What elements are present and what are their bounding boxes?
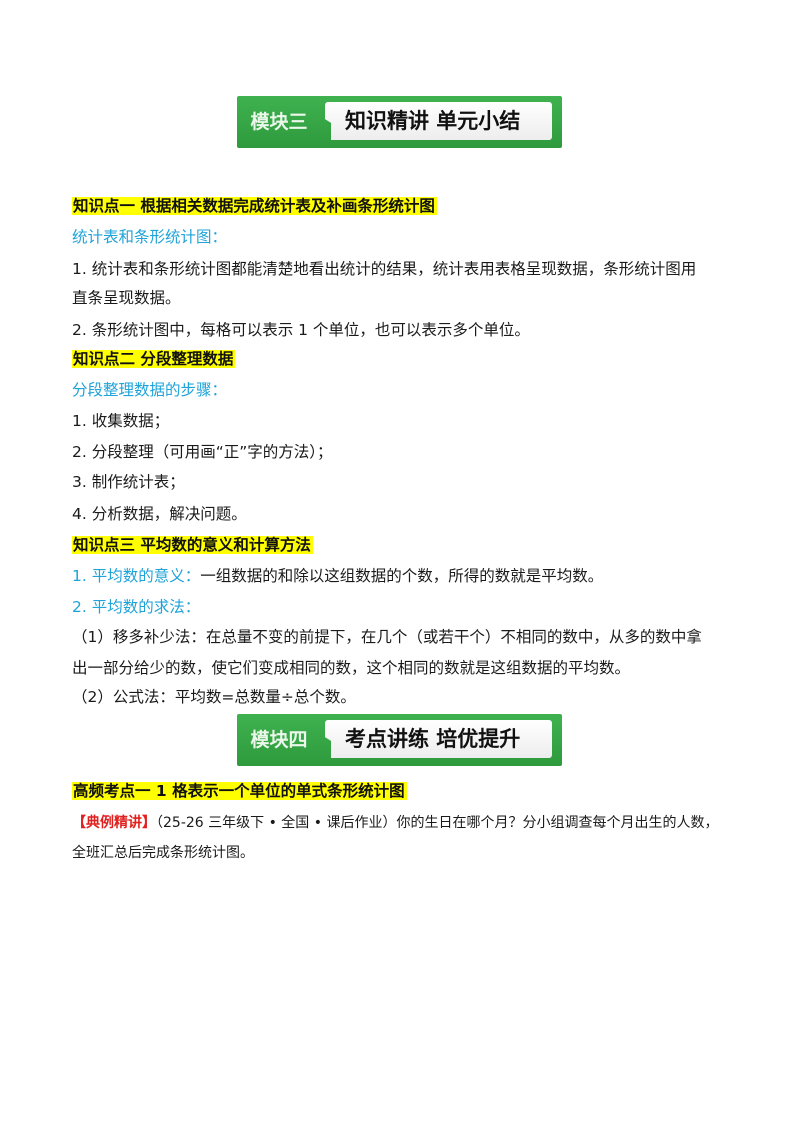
exam-question-a: （25-26 三年级下 • 全国 • 课后作业）你的生日在哪个月？分小组调查每个… <box>156 815 719 831</box>
kp1-subheading: 统计表和条形统计图： <box>72 228 228 246</box>
module-label: 模块三 <box>250 111 308 133</box>
module-title: 知识精讲 单元小结 <box>345 109 521 133</box>
kp2-heading: 知识点二 分段整理数据 <box>72 350 236 368</box>
kp3-heading-line: 知识点三 平均数的意义和计算方法 <box>72 534 313 556</box>
kp2-step-1: 1. 收集数据； <box>72 412 170 430</box>
kp1-line1b: 直条呈现数据。 <box>72 289 181 307</box>
kp1-line1: 1. 统计表和条形统计图都能清楚地看出统计的结果，统计表用表格呈现数据，条形统计… <box>72 260 697 278</box>
kp2-step-3: 3. 制作统计表； <box>72 473 185 491</box>
kp1-heading: 知识点一 根据相关数据完成统计表及补画条形统计图 <box>72 197 437 215</box>
kp3-meaning-text: 一组数据的和除以这组数据的个数，所得的数就是平均数。 <box>200 567 604 585</box>
exam-heading-line: 高频考点一 1 格表示一个单位的单式条形统计图 <box>72 780 407 802</box>
kp3-method1a: （1）移多补少法：在总量不变的前提下，在几个（或若干个）不相同的数中，从多的数中… <box>72 628 702 646</box>
kp3-method1b: 出一部分给少的数，使它们变成相同的数，这个相同的数就是这组数据的平均数。 <box>72 659 631 677</box>
kp1-line2: 2. 条形统计图中，每格可以表示 1 个单位，也可以表示多个单位。 <box>72 321 530 339</box>
kp2-heading-line: 知识点二 分段整理数据 <box>72 348 236 370</box>
module-banner-4: 模块四 考点讲练 培优提升 <box>237 714 562 766</box>
kp3-heading: 知识点三 平均数的意义和计算方法 <box>72 536 313 554</box>
kp3-meaning-label: 1. 平均数的意义： <box>72 567 201 585</box>
exam-question-line-a: 【典例精讲】（25-26 三年级下 • 全国 • 课后作业）你的生日在哪个月？分… <box>72 812 718 834</box>
example-tag: 【典例精讲】 <box>72 815 156 831</box>
exam-question-b: 全班汇总后完成条形统计图。 <box>72 845 254 861</box>
kp2-subheading: 分段整理数据的步骤： <box>72 381 228 399</box>
module-banner-3: 模块三 知识精讲 单元小结 <box>237 96 562 148</box>
module-title: 考点讲练 培优提升 <box>345 727 521 751</box>
kp3-meaning-line: 1. 平均数的意义：一组数据的和除以这组数据的个数，所得的数就是平均数。 <box>72 565 603 587</box>
module-label: 模块四 <box>250 729 308 751</box>
module-title-box: 考点讲练 培优提升 <box>325 720 552 758</box>
kp1-heading-line: 知识点一 根据相关数据完成统计表及补画条形统计图 <box>72 195 437 217</box>
kp2-step-4: 4. 分析数据，解决问题。 <box>72 505 247 523</box>
module-title-box: 知识精讲 单元小结 <box>325 102 552 140</box>
kp3-method-label: 2. 平均数的求法： <box>72 598 201 616</box>
kp2-step-2: 2. 分段整理（可用画“正”字的方法）； <box>72 443 333 461</box>
kp3-method2: （2）公式法：平均数=总数量÷总个数。 <box>72 688 356 706</box>
exam-heading: 高频考点一 1 格表示一个单位的单式条形统计图 <box>72 782 407 800</box>
